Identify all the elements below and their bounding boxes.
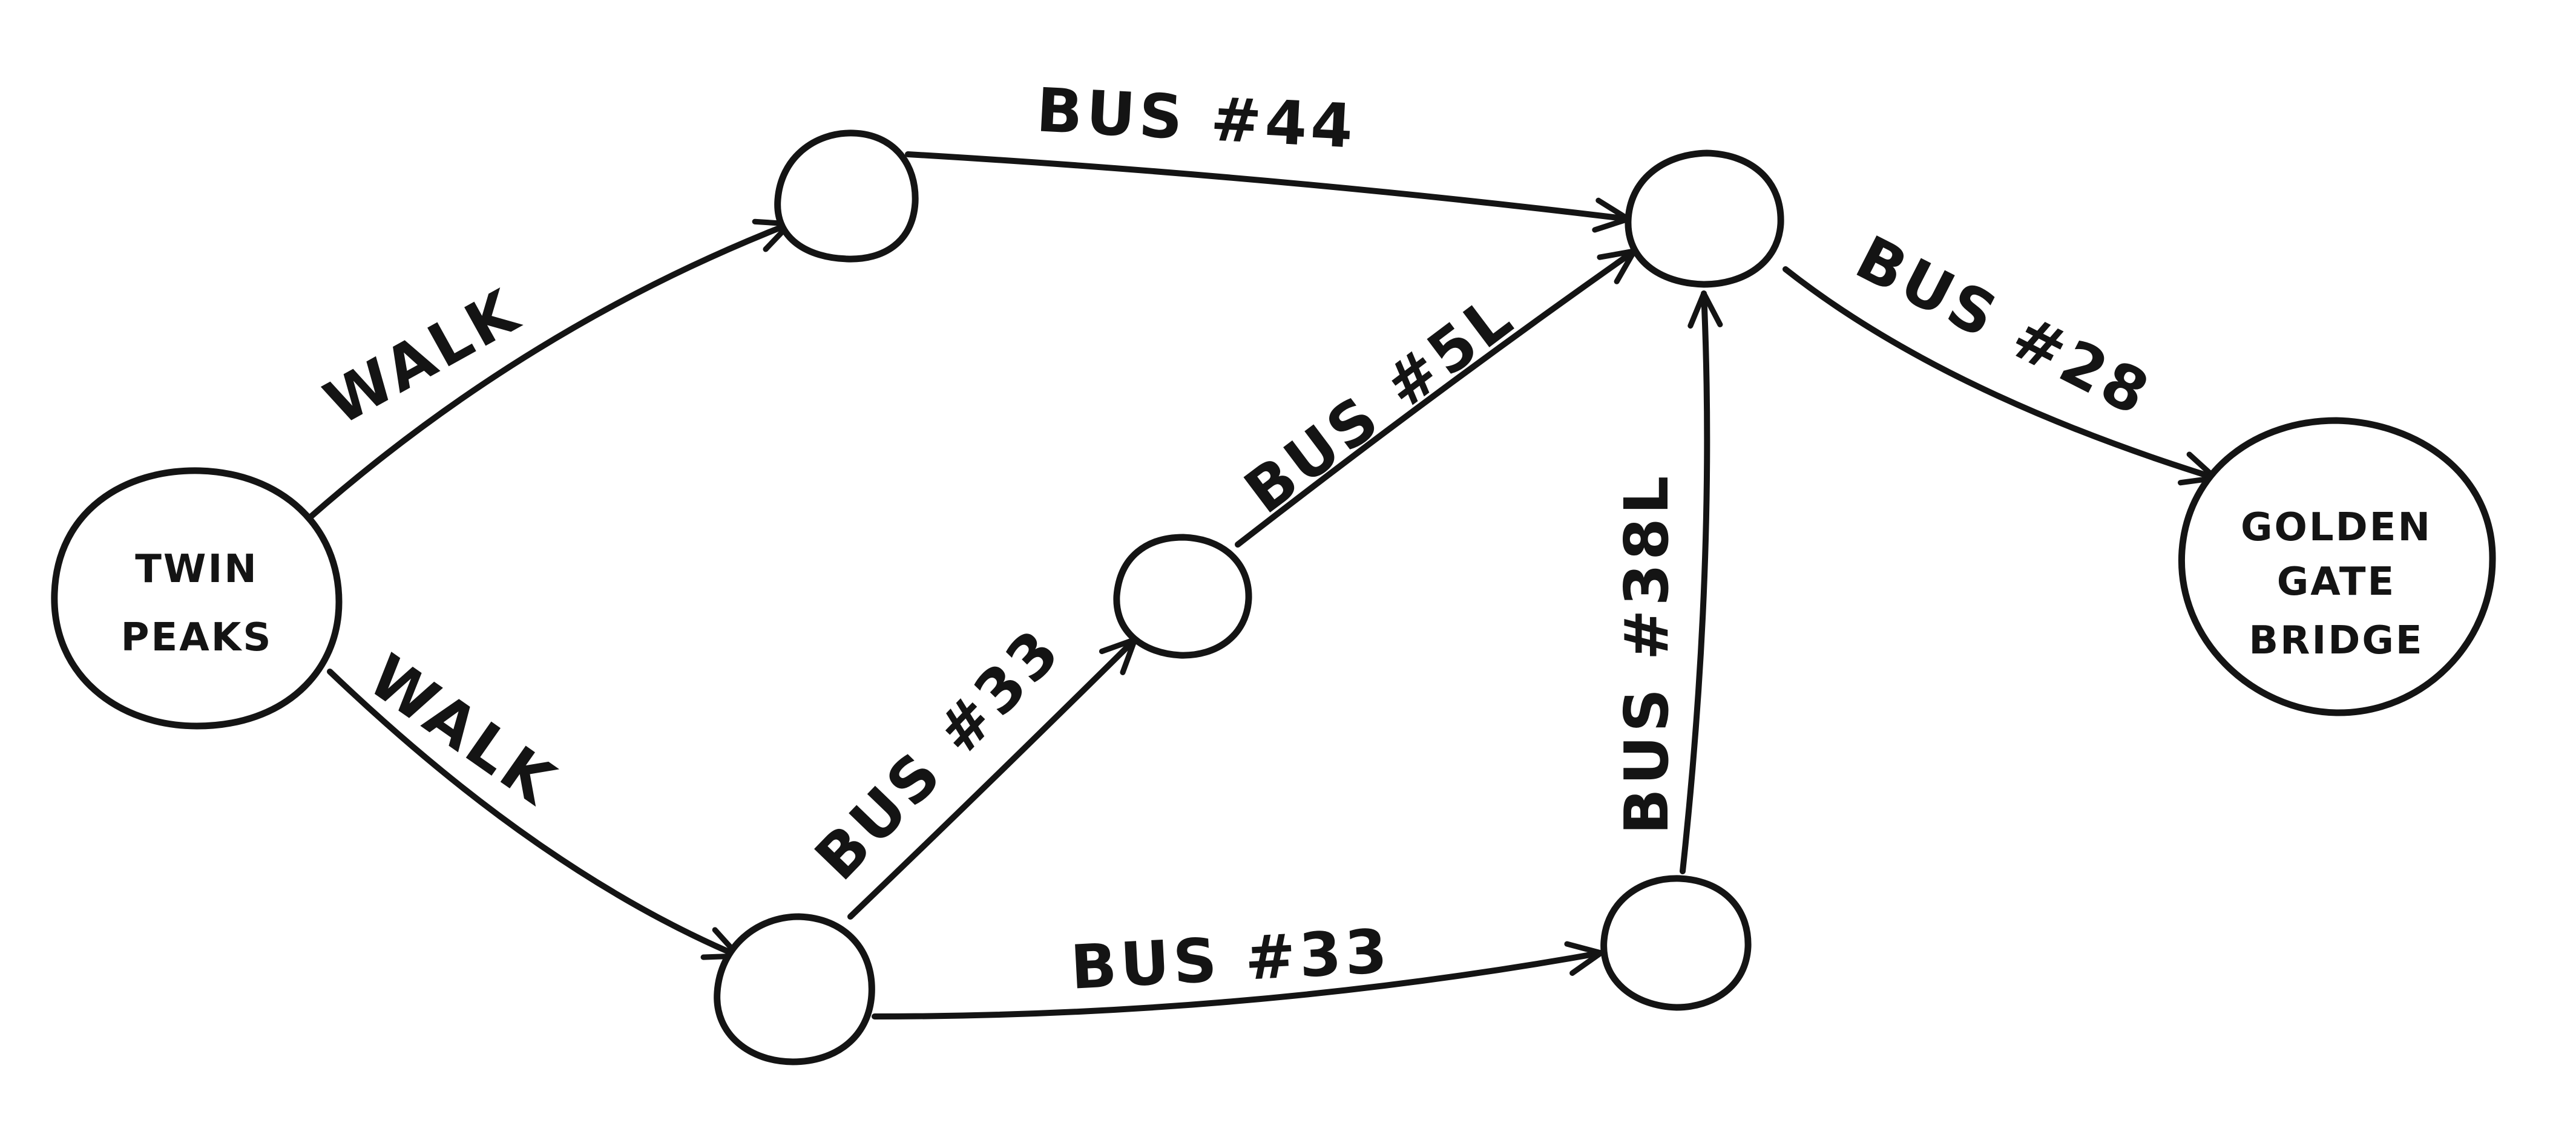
- node-stop-d: [1113, 534, 1252, 659]
- edge-walk-top: [306, 218, 793, 522]
- node-twin-peaks: TWIN PEAKS: [51, 467, 343, 730]
- node-stop-a: [774, 129, 919, 263]
- edge-label-bus38l: BUS #38L: [1611, 473, 1682, 835]
- node-twin-peaks-label-line-1: TWIN: [135, 547, 258, 592]
- node-golden-gate-bridge-circle: [2178, 417, 2496, 716]
- edge-bus38l: [1680, 290, 1723, 874]
- edge-bus5l: [1235, 248, 1637, 548]
- node-stop-e: [1600, 875, 1752, 1011]
- edge-bus33-up: [847, 636, 1138, 920]
- node-stop-c: [1625, 149, 1784, 288]
- edge-label-bus33-right: BUS #33: [1069, 915, 1393, 1003]
- edge-label-walk-top: WALK: [314, 275, 532, 439]
- node-twin-peaks-label-line-2: PEAKS: [121, 615, 273, 660]
- node-golden-gate-bridge-label-line-3: BRIDGE: [2249, 618, 2423, 663]
- node-golden-gate-bridge: GOLDEN GATE BRIDGE: [2178, 417, 2496, 716]
- edge-walk-bottom: [327, 669, 741, 960]
- edge-label-bus44: BUS #44: [1034, 74, 1358, 162]
- node-twin-peaks-circle: [51, 467, 343, 730]
- node-stop-b: [714, 913, 875, 1065]
- edge-label-bus5l: BUS #5L: [1232, 280, 1527, 527]
- node-golden-gate-bridge-label-line-2: GATE: [2277, 560, 2396, 604]
- node-golden-gate-bridge-label-line-1: GOLDEN: [2241, 505, 2432, 550]
- edge-bus33-right: [872, 941, 1604, 1019]
- edge-bus44: [905, 151, 1631, 233]
- edge-label-walk-bottom: WALK: [356, 641, 570, 820]
- edge-bus28: [1782, 266, 2218, 486]
- edge-label-bus33-up: BUS #33: [801, 614, 1075, 894]
